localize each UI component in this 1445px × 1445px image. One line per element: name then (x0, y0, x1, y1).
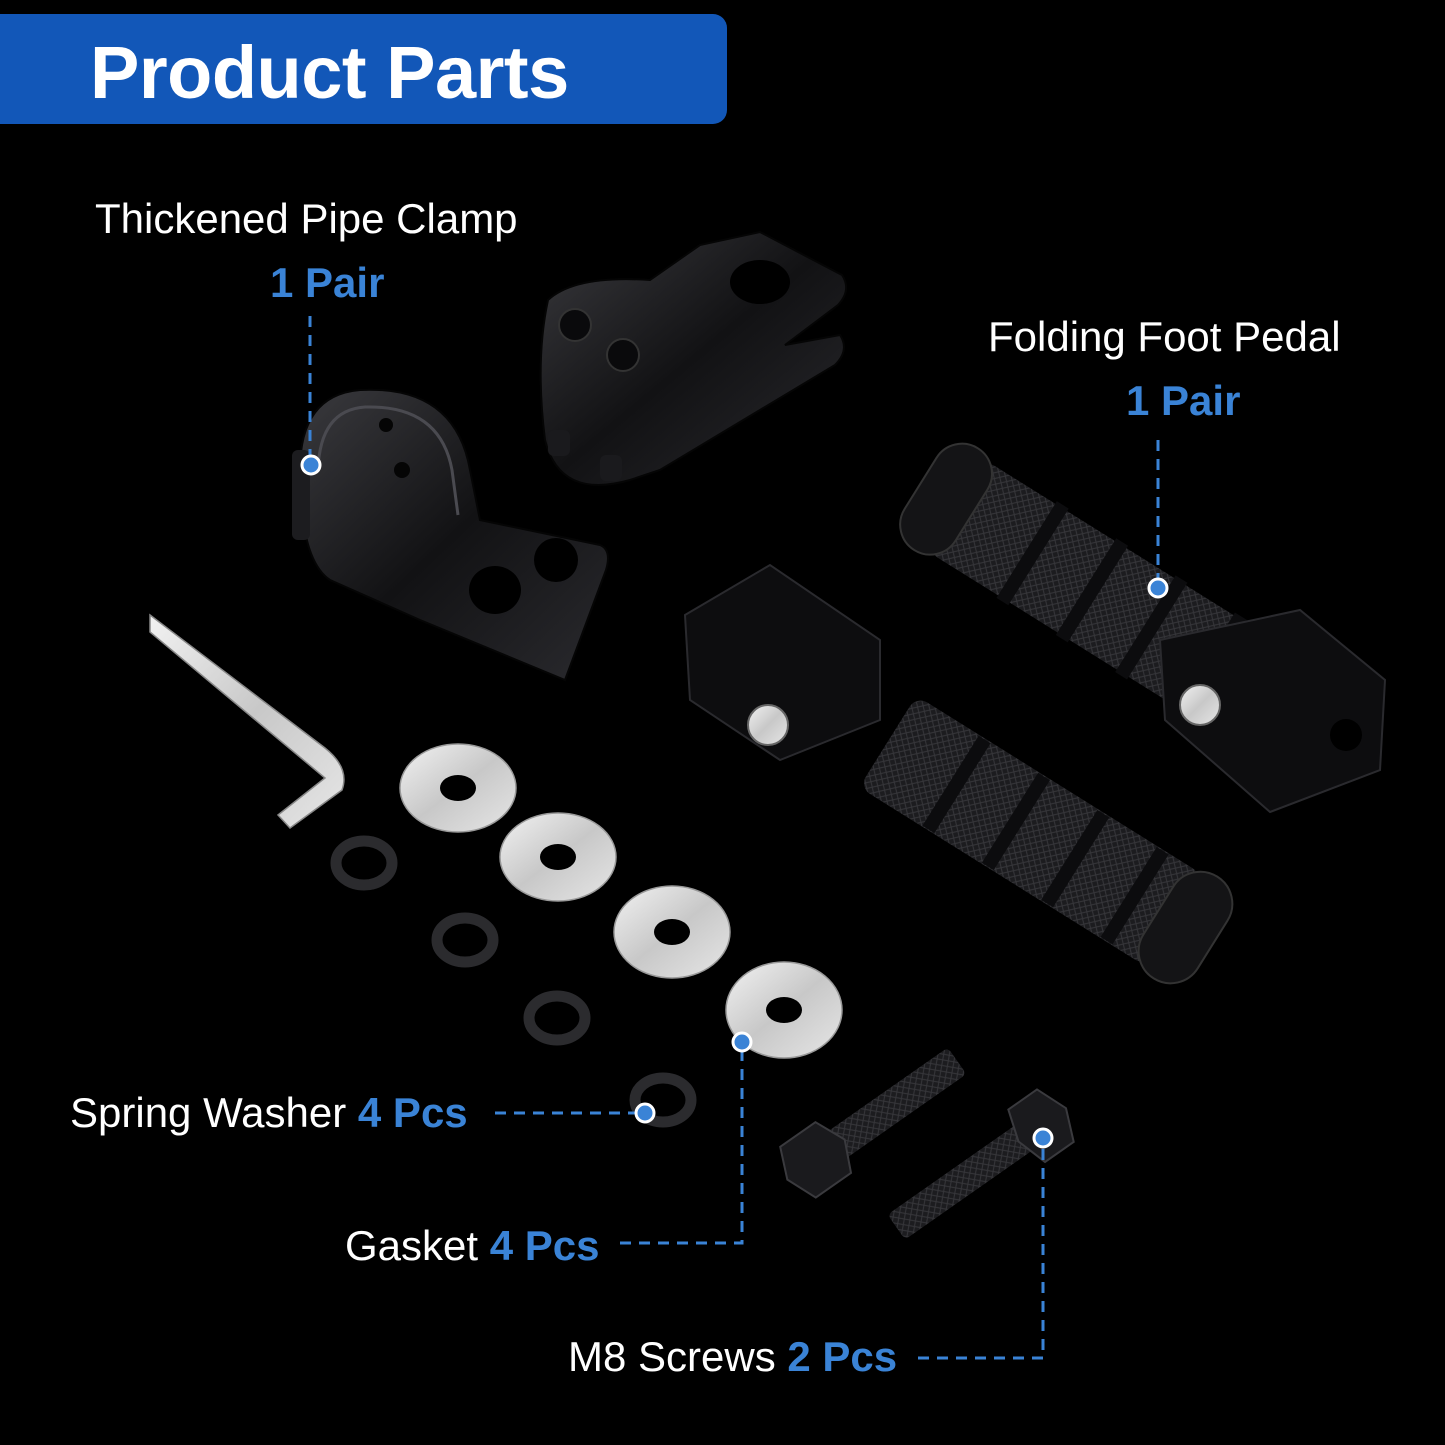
gasket-callout: Gasket 4 Pcs (345, 1225, 600, 1267)
pipe-clamp-label: Thickened Pipe Clamp (95, 195, 518, 242)
spring-washers (330, 835, 697, 1128)
m8-screws (779, 1048, 1075, 1240)
callout-dots (300, 454, 1169, 1149)
pipe-clamp-qty: 1 Pair (270, 259, 385, 306)
callout-line-screws (918, 1138, 1045, 1360)
foot-pedal-front (683, 563, 1234, 985)
banner-title: Product Parts (90, 31, 569, 114)
gasket-label: Gasket (345, 1222, 479, 1269)
foot-pedal-rear (899, 442, 1387, 814)
title-banner: Product Parts (0, 14, 727, 124)
foot-pedal-label: Folding Foot Pedal (988, 313, 1341, 360)
gaskets (399, 743, 843, 1059)
screws-qty: 2 Pcs (787, 1333, 898, 1380)
spring-washer-label: Spring Washer (70, 1089, 347, 1136)
pipe-clamp-rear (539, 230, 848, 486)
spring-washer-callout: Spring Washer 4 Pcs (70, 1092, 468, 1134)
callout-line-gasket (620, 1042, 744, 1245)
gasket-qty: 4 Pcs (489, 1222, 600, 1269)
foot-pedal-qty: 1 Pair (1126, 377, 1241, 424)
spring-washer-qty: 4 Pcs (357, 1089, 468, 1136)
callout-lines (308, 316, 1160, 1360)
screws-callout: M8 Screws 2 Pcs (568, 1336, 897, 1378)
screws-label: M8 Screws (568, 1333, 776, 1380)
hex-key (149, 613, 345, 830)
